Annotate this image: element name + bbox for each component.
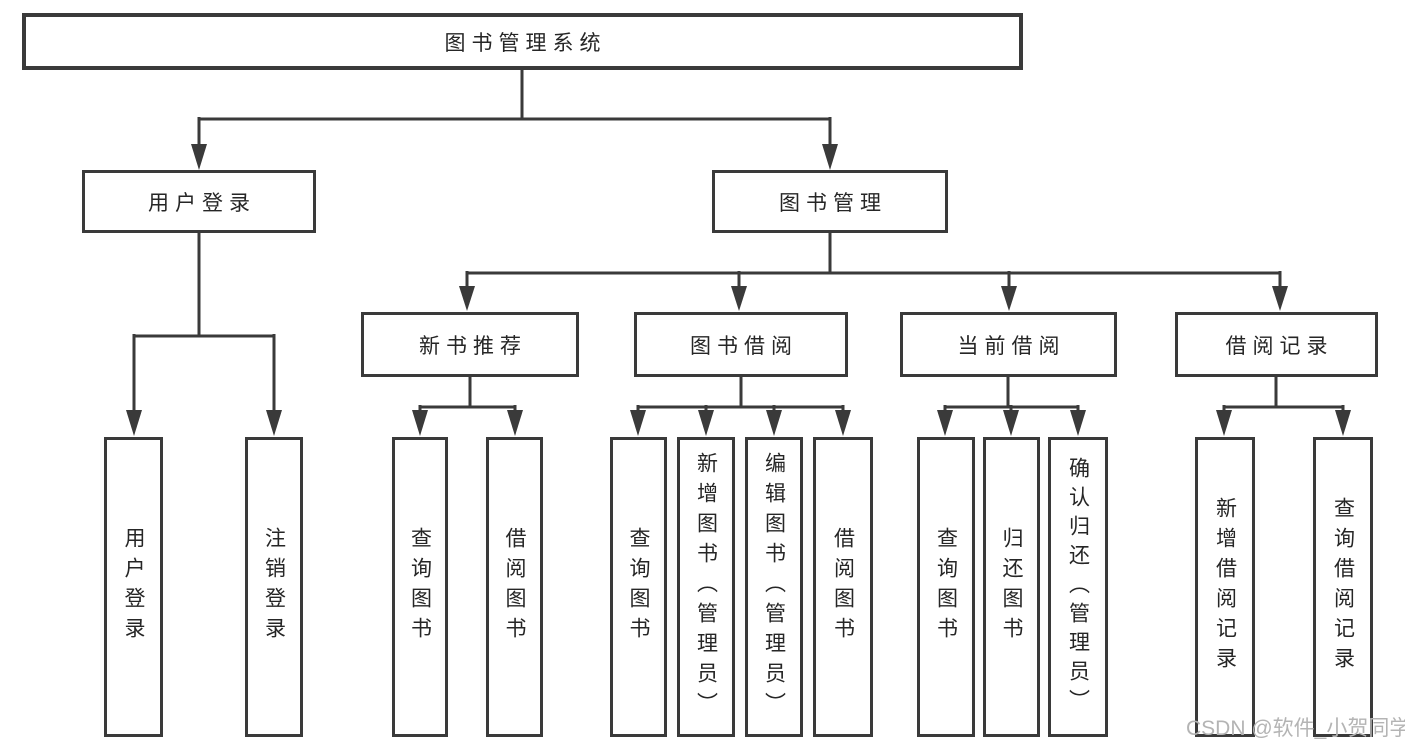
leaf-query-borrow-record: 查询借阅记录 [1313, 437, 1373, 737]
leaf-return-book: 归还图书 [983, 437, 1040, 737]
leaf-confirm-return-admin: 确认归还（管理员） [1048, 437, 1108, 737]
leaf-query-books-3: 查询图书 [917, 437, 975, 737]
leaf-add-book-admin: 新增图书（管理员） [677, 437, 735, 737]
leaf-edit-book-admin: 编辑图书（管理员） [745, 437, 803, 737]
leaf-user-login: 用户登录 [104, 437, 163, 737]
node-book-management-branch: 图书管理 [712, 170, 948, 233]
leaf-query-books-2: 查询图书 [610, 437, 667, 737]
node-user-login-branch: 用户登录 [82, 170, 316, 233]
leaf-logout: 注销登录 [245, 437, 303, 737]
node-book-borrowing: 图书借阅 [634, 312, 848, 377]
node-root-system: 图书管理系统 [22, 13, 1023, 70]
leaf-query-books-1: 查询图书 [392, 437, 448, 737]
node-borrowing-records: 借阅记录 [1175, 312, 1378, 377]
leaf-borrow-books-1: 借阅图书 [486, 437, 543, 737]
leaf-borrow-books-2: 借阅图书 [813, 437, 873, 737]
node-new-book-recommend: 新书推荐 [361, 312, 579, 377]
csdn-watermark: CSDN @软件_小贺同学 [1186, 717, 1405, 740]
leaf-add-borrow-record: 新增借阅记录 [1195, 437, 1255, 737]
node-current-borrowing: 当前借阅 [900, 312, 1117, 377]
